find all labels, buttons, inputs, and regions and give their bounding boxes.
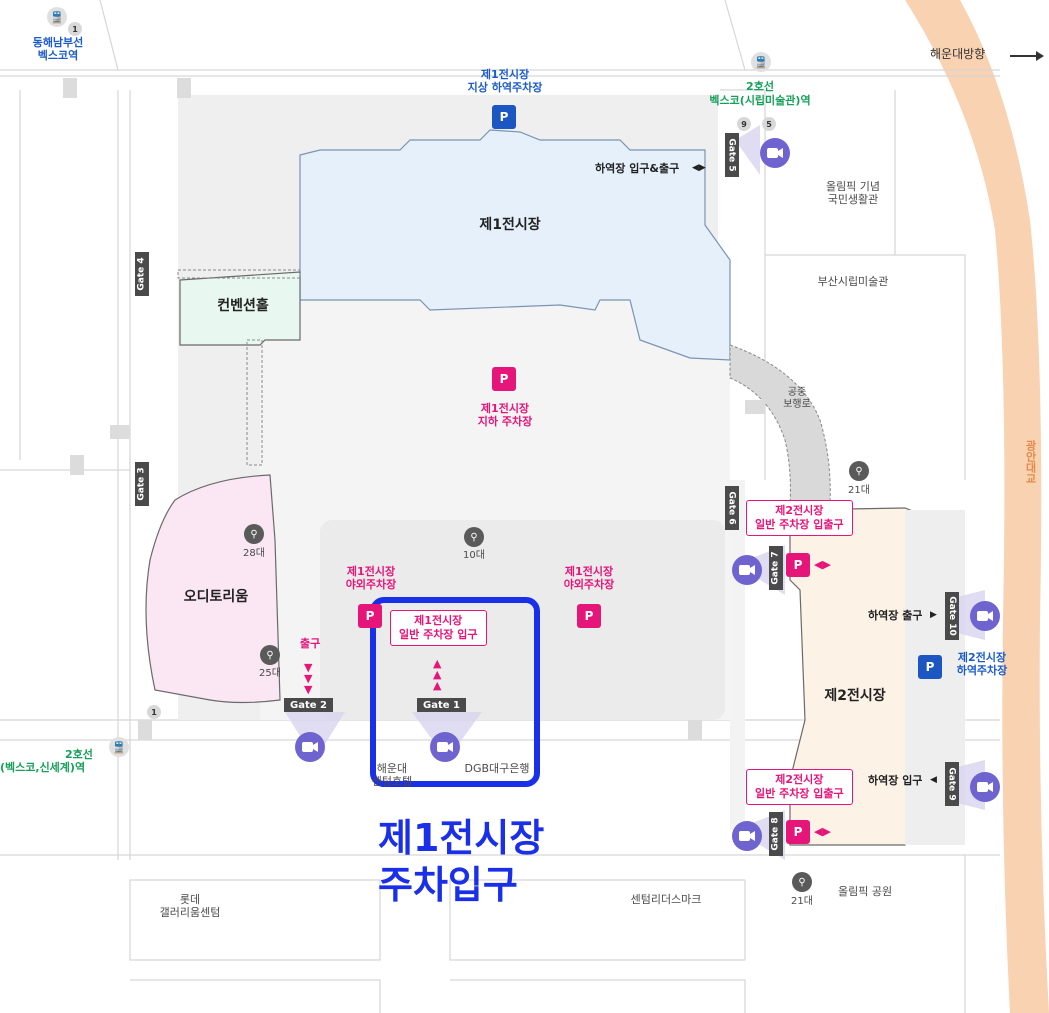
donghae-station-label: 동해남부선 벡스코역 <box>32 36 84 63</box>
camera-icon <box>970 772 1000 802</box>
skybridge-shape <box>729 344 831 506</box>
hall1-label: 제1전시장 <box>479 217 541 233</box>
hotel-label: 해운대 센텀호텔 <box>371 762 413 789</box>
lotte-label: 롯데 갤러리움센텀 <box>159 893 221 920</box>
highlight-box <box>370 597 540 787</box>
bicycle-icon: ⚲ <box>260 645 280 665</box>
line2-left-name: 2호선 <box>65 748 93 761</box>
loading-entry-label: 하역장 입구 <box>868 774 923 787</box>
loading-entry-exit-label: 하역장 입구&출구 <box>595 162 680 175</box>
subway-icon: 🚆 <box>751 52 771 72</box>
skybridge-label: 공중 보행로 <box>783 387 811 410</box>
parking-icon: P <box>492 367 516 391</box>
camera-icon <box>970 601 1000 631</box>
parking-icon: P <box>492 105 516 129</box>
parking-icon: P <box>358 604 382 628</box>
both-arrows: ◀▶ <box>814 825 831 838</box>
gate-6: Gate 6 <box>725 486 739 530</box>
bicycle-icon: ⚲ <box>464 527 484 547</box>
hall1-shape <box>299 129 731 361</box>
exit-number: 9 <box>737 117 751 131</box>
p1-underground-label: 제1전시장 지하 주차장 <box>477 402 533 429</box>
gate-4: Gate 4 <box>135 252 149 296</box>
olympic-park-label: 올림픽 공원 <box>838 885 893 898</box>
p1-loading-label: 제1전시장 지상 하역주차장 <box>467 68 543 95</box>
line2-left-station: (벡스코,신세계)역 <box>0 761 86 774</box>
parking-icon: P <box>786 553 810 577</box>
bridge-label: 광안대교 <box>1024 440 1037 484</box>
bike-count: 10대 <box>463 550 485 561</box>
subway-icon: 🚆 <box>109 737 129 757</box>
gate-5: Gate 5 <box>725 133 739 177</box>
dgb-label: DGB대구은행 <box>464 762 530 775</box>
camera-icon <box>760 138 790 168</box>
centum-label: 센텀리더스마크 <box>630 893 702 906</box>
p1-outdoor-right-label: 제1전시장 야외주차장 <box>563 565 615 592</box>
highlight-line1: 제1전시장 <box>378 816 545 860</box>
outdoor-parking-area <box>320 520 725 720</box>
bike-count: 21대 <box>848 485 870 496</box>
camera-icon <box>295 732 325 762</box>
p1-general-entrance-label: 제1전시장 일반 주차장 입구 <box>390 610 487 646</box>
both-arrows: ◀▶ <box>814 558 831 571</box>
convention-shape <box>179 271 301 346</box>
gate-8: Gate 8 <box>769 812 783 856</box>
line2-top-station: 벡스코(시립미술관)역 <box>709 94 811 107</box>
parking-icon: P <box>786 820 810 844</box>
parking-icon: P <box>918 655 942 679</box>
p2-entrance-bottom-label: 제2전시장 일반 주차장 입출구 <box>746 769 853 805</box>
camera-icon <box>430 732 460 762</box>
gate-3: Gate 3 <box>135 462 149 506</box>
parking-icon: P <box>577 604 601 628</box>
river <box>905 0 1049 1013</box>
bike-count: 21대 <box>791 896 813 907</box>
art-museum-label: 부산시립미술관 <box>817 275 889 288</box>
bike-count: 28대 <box>243 548 265 559</box>
convention-label: 컨벤션홀 <box>217 298 269 314</box>
exit-number: 5 <box>762 117 776 131</box>
bike-count: 25대 <box>259 668 281 679</box>
highlight-line2: 주차입구 <box>378 863 518 907</box>
subway-icon: 🚆 <box>47 7 67 27</box>
gate-1: Gate 1 <box>417 698 466 712</box>
p2-entrance-top-label: 제2전시장 일반 주차장 입출구 <box>746 500 853 536</box>
p2-loading-label: 제2전시장 하역주차장 <box>956 651 1008 678</box>
olympic-center-label: 올림픽 기념 국민생활관 <box>825 180 881 207</box>
bicycle-icon: ⚲ <box>792 872 812 892</box>
gate-10: Gate 10 <box>945 592 959 640</box>
exit-number: 1 <box>147 705 161 719</box>
exit-label: 출구 <box>300 637 321 650</box>
exit-number: 1 <box>68 22 82 36</box>
line2-top-name: 2호선 <box>746 80 774 93</box>
entry-arrows: ▲▲▲ <box>433 657 442 692</box>
p1-outdoor-left-label: 제1전시장 야외주차장 <box>345 565 397 592</box>
haeundae-direction-label: 해운대방향 <box>930 47 986 61</box>
bicycle-icon: ⚲ <box>244 524 264 544</box>
gate-9: Gate 9 <box>945 762 959 806</box>
loading-exit-label: 하역장 출구 <box>868 609 923 622</box>
gate-2: Gate 2 <box>284 698 333 712</box>
camera-icon <box>732 555 762 585</box>
hall2-label: 제2전시장 <box>824 688 886 704</box>
gate-7: Gate 7 <box>769 546 783 590</box>
exit-arrows: ▼▼▼ <box>304 661 313 696</box>
bicycle-icon: ⚲ <box>849 461 869 481</box>
auditorium-label: 오디토리움 <box>183 589 249 605</box>
camera-icon <box>732 821 762 851</box>
